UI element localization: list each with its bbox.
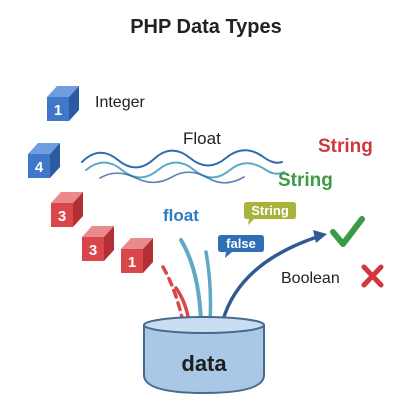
- cube-integer-4: 4: [28, 143, 60, 178]
- cube-integer-1: 1: [47, 86, 79, 121]
- cube-red-3a: 3: [51, 192, 83, 227]
- cube-digit: 4: [35, 159, 44, 176]
- label-float-blue: float: [163, 206, 199, 225]
- label-string-red: String: [318, 136, 373, 157]
- cube-digit: 1: [128, 254, 136, 271]
- label-boolean: Boolean: [281, 270, 340, 287]
- data-container: data: [143, 316, 265, 395]
- wave-1: [81, 149, 283, 169]
- float-waves: [81, 149, 285, 184]
- stream-teal-2: [204, 250, 213, 324]
- cube-red-3b: 3: [82, 226, 114, 261]
- cube-red-1: 1: [121, 238, 153, 273]
- diagram-title: PHP Data Types: [130, 16, 282, 38]
- stream-navy: [221, 234, 322, 322]
- wave-3: [99, 171, 245, 184]
- label-string-green: String: [278, 170, 333, 191]
- container-label: data: [181, 351, 227, 376]
- string-tag-label: String: [251, 203, 289, 218]
- label-integer: Integer: [95, 94, 145, 111]
- false-tag-label: false: [226, 236, 256, 251]
- wave-2: [85, 161, 285, 179]
- false-tag: false: [218, 235, 264, 258]
- stream-teal-1: [179, 238, 203, 324]
- stream-arrowhead: [313, 230, 327, 243]
- cube-digit: 3: [89, 242, 97, 259]
- cube-digit: 1: [54, 102, 62, 119]
- string-tag: String: [244, 202, 296, 225]
- cross-icon: [361, 264, 384, 288]
- checkmark-icon: [330, 216, 365, 247]
- label-float-top: Float: [183, 129, 221, 148]
- cube-digit: 3: [58, 208, 66, 225]
